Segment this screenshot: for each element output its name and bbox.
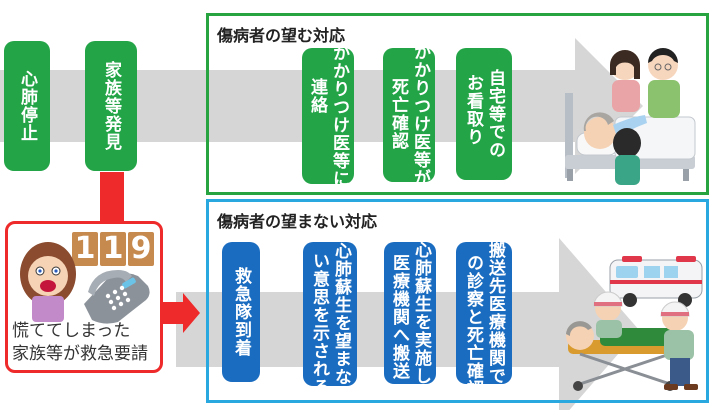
bed-leg [567,169,573,181]
step-label-line: 心肺蘇生を実施し [411,241,431,385]
step-label-line: の診察と死亡確認 [463,254,483,398]
caption-line: 慌ててしまった [12,321,131,341]
step-end-of-life-care-at-home: 自宅等での お看取り [456,48,512,180]
step-label-line: い意思を示される [309,252,329,396]
paramedic-body [664,330,694,360]
emergency-call-caption: 慌ててしまった 家族等が救急要請 [12,320,148,366]
step-label-line: 搬送先医療機関で [485,241,505,385]
bed-leg [683,169,689,181]
family-at-bedside-illustration [565,48,696,185]
unwanted-response-panel: 傷病者の望まない対応 [206,199,709,403]
patient-head [566,322,594,350]
step-label-line: 連絡 [307,78,327,114]
caption-line: 家族等が救急要請 [12,344,148,364]
step-label-line: 心肺蘇生を望まな [331,242,351,386]
bed-headboard [565,93,573,178]
panicked-woman-with-telephone-illustration [20,242,150,324]
step-label: 心肺停止 [17,70,37,142]
step-label-line: かかりつけ医等に [329,44,349,188]
man-body [648,80,680,118]
step-label-line: 自宅等での [485,69,505,159]
red-arrow-head [183,293,200,333]
paramedics-with-stretcher-and-ambulance-illustration [566,256,703,391]
child-body [615,155,640,185]
step-label: 家族等発見 [101,61,121,151]
step-ambulance-arrival: 救急隊到着 [222,242,260,382]
step-family-discovery: 家族等発見 [85,41,137,171]
step-contact-family-doctor: かかりつけ医等に 連絡 [302,44,354,188]
step-refusal-of-cpr-expressed: 心肺蘇生を望まな い意思を示される [303,242,357,396]
step-cardiac-arrest: 心肺停止 [4,41,50,171]
open-mouth [40,280,56,292]
emergency-call-box: 1 1 9 慌ててしまった 家族等が救急要請 [5,221,163,373]
man-head [648,50,678,80]
paramedic-body [596,320,622,338]
wanted-response-panel: 傷病者の望む対応 [206,13,709,195]
step-label-line: 救急隊到着 [231,267,251,357]
child-head [613,128,641,158]
woman-face [28,256,68,296]
red-arrow-body [163,302,183,324]
unwanted-response-title: 傷病者の望まない対応 [217,212,378,231]
woman-body [612,80,640,112]
ambulance-icon [609,256,703,307]
digit-tile: 1 [72,232,98,266]
step-label-line: 死亡確認 [388,78,408,150]
step-doctor-confirms-death: かかりつけ医等が 死亡確認 [383,43,435,187]
red-connector-line [100,172,124,222]
step-cpr-and-transport: 心肺蘇生を実施し 医療機関へ搬送 [384,241,436,385]
woman-apron [32,296,64,322]
step-label-line: かかりつけ医等が [410,43,430,187]
step-label-line: 医療機関へ搬送 [389,254,409,380]
wanted-response-title: 傷病者の望む対応 [217,26,346,45]
step-label-line: お看取り [463,74,483,146]
step-hospital-exam-and-death-confirmation: 搬送先医療機関で の診察と死亡確認 [456,241,512,398]
digit-tile: 9 [128,232,154,266]
digit-tile: 1 [100,232,126,266]
